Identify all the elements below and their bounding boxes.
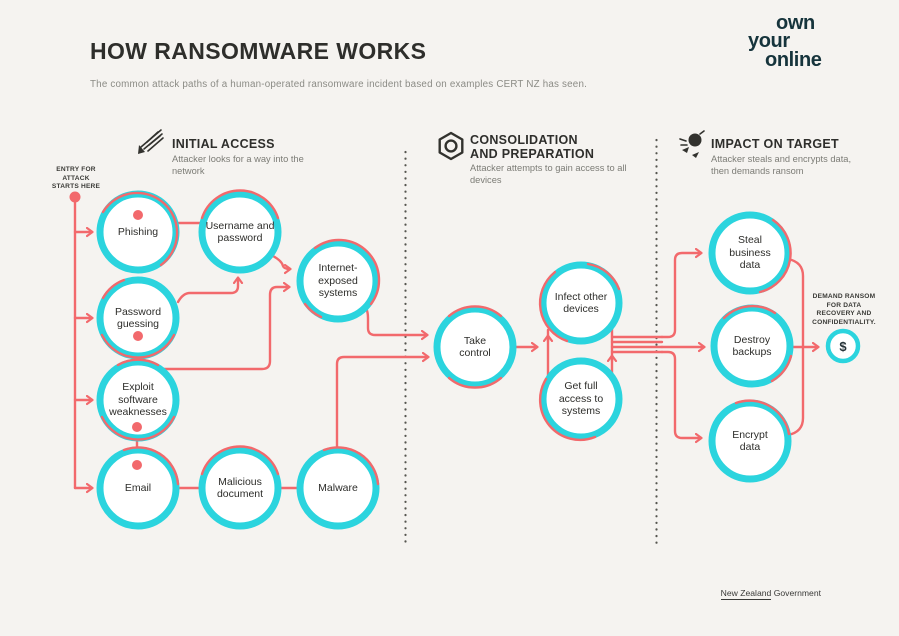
page-title: HOW RANSOMWARE WORKS: [90, 38, 427, 64]
node-circle-take-control: [433, 305, 517, 389]
node-get-full-access: Get full access to systems: [558, 380, 604, 418]
entry-dot: [69, 191, 81, 203]
node-circle-password-guessing: [96, 276, 180, 360]
entry-label: ENTRY FOR ATTACK STARTS HERE: [51, 166, 101, 191]
node-take-control: Take control: [459, 334, 491, 359]
malware-to-takecontrol: [335, 357, 428, 451]
node-circles: [96, 190, 794, 530]
to-encrypt: [660, 350, 701, 438]
node-circle-steal-business-data: [708, 211, 792, 295]
junction-dots: [69, 191, 143, 470]
to-steal: [660, 253, 701, 339]
node-steal-business-data: Steal business data: [729, 234, 771, 272]
internet-to-takecontrol: [364, 306, 427, 335]
pwguess-to-username: [176, 278, 238, 304]
nz-government-logo: New Zealand Government: [720, 588, 821, 600]
nz-government-part2: Government: [773, 588, 821, 598]
node-encrypt-data: Encrypt data: [732, 428, 768, 453]
logo-line-own: own: [776, 12, 815, 34]
impact-icon: [679, 130, 705, 158]
node-username-password: Username and password: [205, 219, 275, 244]
logo-line-your: your: [748, 30, 790, 53]
initial-access-icon: [138, 129, 164, 154]
ransom-dollar-symbol: $: [839, 338, 847, 354]
demand-ransom-label: DEMAND RANSOM FOR DATA RECOVERY AND CONF…: [812, 293, 876, 327]
section-title-impact: IMPACT ON TARGET: [711, 137, 839, 151]
node-circle-email: [96, 446, 180, 530]
node-circle-username-password: [198, 190, 282, 274]
page-subtitle: The common attack paths of a human-opera…: [90, 79, 588, 90]
node-email: Email: [124, 481, 152, 494]
section-separators: [404, 138, 658, 545]
node-phishing: Phishing: [117, 225, 159, 238]
node-destroy-backups: Destroy backups: [732, 333, 772, 358]
node-circle-infect-other-devices: [539, 261, 623, 345]
node-circle-exploit-software: [96, 358, 180, 442]
username-to-internet: [271, 254, 290, 269]
node-password-guessing: Password guessing: [114, 305, 162, 330]
node-circle-malware: [296, 446, 380, 530]
node-circle-get-full-access: [539, 357, 623, 441]
ring-accents: [100, 189, 793, 486]
logo-line-online: online: [765, 48, 822, 71]
node-malicious-document: Malicious document: [216, 475, 264, 500]
ransom-circle: [825, 328, 861, 364]
section-desc-impact: Attacker steals and encrypts data, then …: [711, 154, 852, 176]
node-circle-internet-exposed: [296, 239, 380, 323]
consolidation-icon: [438, 131, 464, 161]
section-title-consolidation: CONSOLIDATION AND PREPARATION: [470, 133, 595, 162]
node-circle-malicious-document: [198, 446, 282, 530]
own-your-online-logo: own your online: [748, 12, 858, 71]
node-infect-other-devices: Infect other devices: [554, 290, 608, 315]
node-exploit-software: Exploit software weaknesses: [109, 381, 167, 419]
node-internet-exposed: Internet-exposed systems: [318, 262, 358, 300]
section-desc-initial-access: Attacker looks for a way into the networ…: [172, 154, 304, 176]
section-desc-consolidation: Attacker attempts to gain access to all …: [470, 163, 627, 185]
section-title-initial-access: INITIAL ACCESS: [172, 137, 275, 151]
node-circle-destroy-backups: [710, 304, 794, 388]
nz-government-part1: New Zealand: [720, 588, 772, 600]
node-malware: Malware: [318, 481, 358, 494]
node-circle-encrypt-data: [708, 399, 792, 483]
exploit-to-internet: [162, 287, 289, 371]
